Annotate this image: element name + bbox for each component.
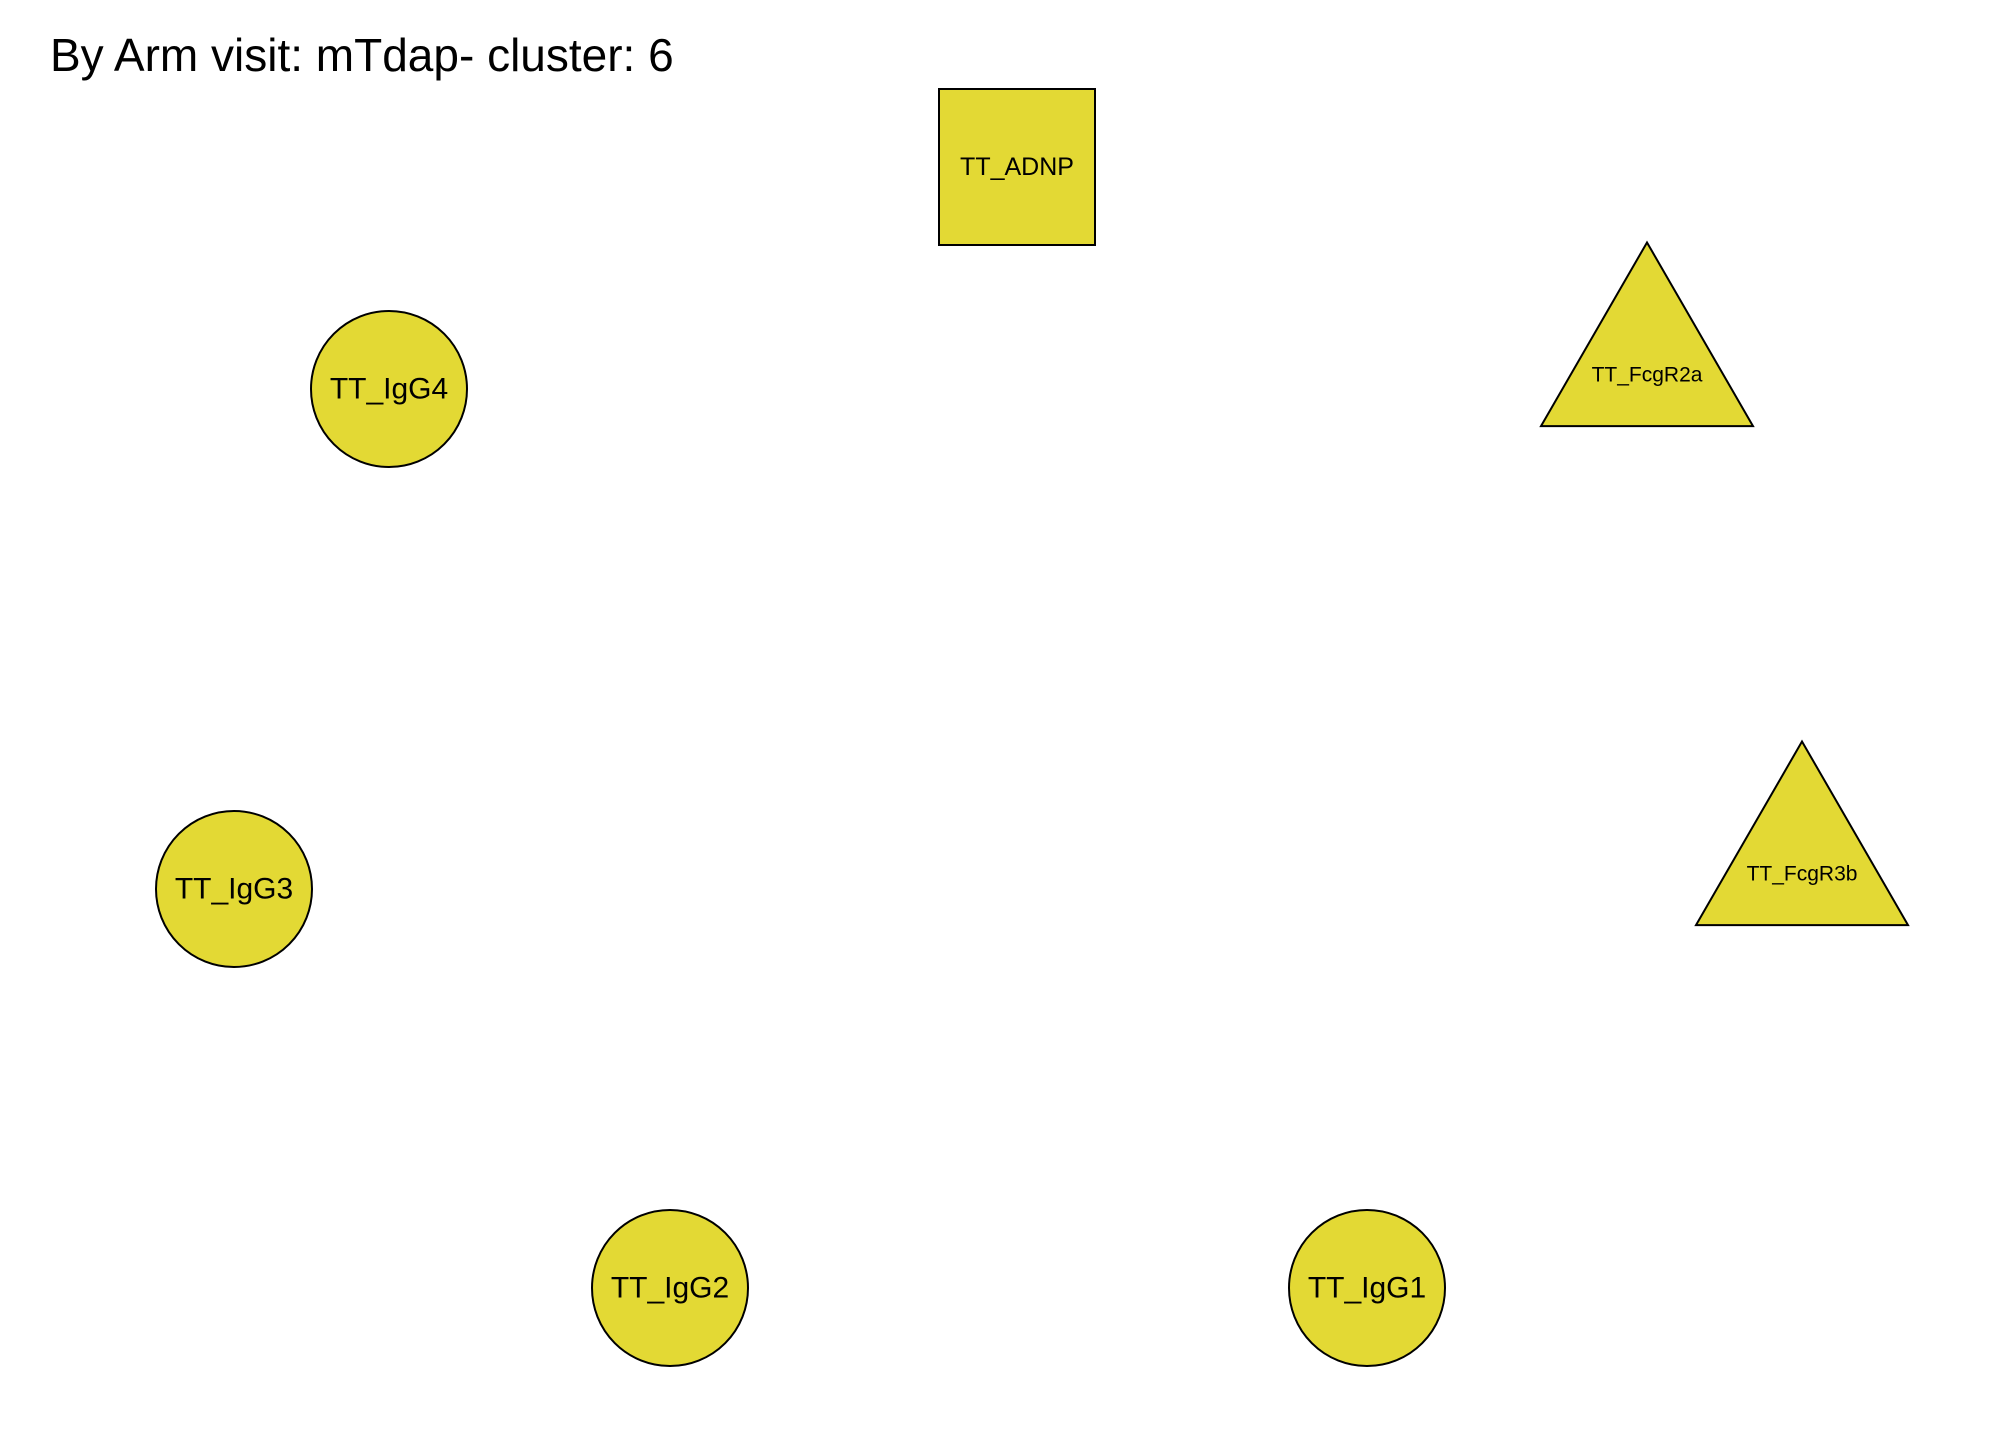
square-node-shape	[938, 88, 1096, 246]
node-tt-igg4: TT_IgG4	[310, 310, 468, 468]
circle-node-shape	[310, 310, 468, 468]
node-label: TT_FcgR3b	[1747, 863, 1858, 886]
node-label: TT_IgG3	[175, 873, 293, 906]
node-tt-igg1: TT_IgG1	[1288, 1209, 1446, 1367]
node-label: TT_IgG2	[611, 1272, 729, 1305]
node-label: TT_ADNP	[960, 153, 1074, 181]
circle-node-shape	[591, 1209, 749, 1367]
triangle-node-shape	[1539, 240, 1755, 428]
node-tt-igg3: TT_IgG3	[155, 810, 313, 968]
circle-node-shape	[1288, 1209, 1446, 1367]
node-tt-adnp: TT_ADNP	[938, 88, 1096, 246]
node-tt-fcgr3b: TT_FcgR3b	[1694, 739, 1910, 927]
node-label: TT_FcgR2a	[1592, 364, 1703, 387]
node-label: TT_IgG1	[1308, 1272, 1426, 1305]
node-tt-igg2: TT_IgG2	[591, 1209, 749, 1367]
circle-node-shape	[155, 810, 313, 968]
node-tt-fcgr2a: TT_FcgR2a	[1539, 240, 1755, 428]
node-label: TT_IgG4	[330, 373, 448, 406]
triangle-node-shape	[1694, 739, 1910, 927]
plot-title: By Arm visit: mTdap- cluster: 6	[50, 29, 674, 81]
